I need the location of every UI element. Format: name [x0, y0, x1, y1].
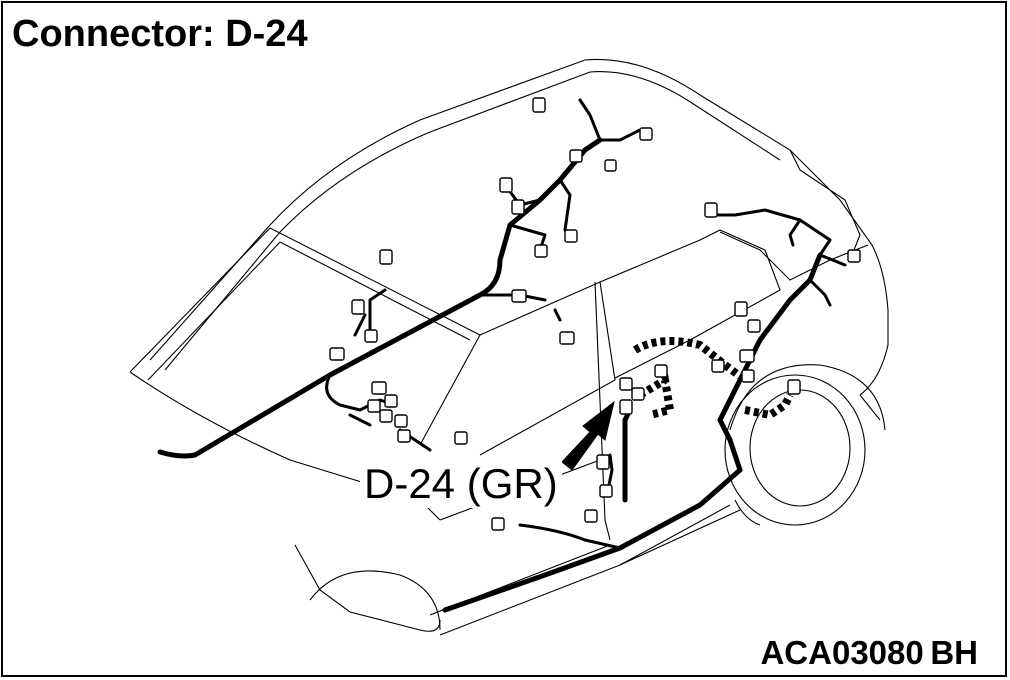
- figure-code: ACA03080 BH: [760, 634, 978, 671]
- connector-callout-label: D-24 (GR): [360, 460, 562, 508]
- harness-connectors: [329, 97, 861, 531]
- pointer-arrow-icon: [561, 400, 615, 471]
- vehicle-body-outline: [129, 58, 889, 636]
- page-title: Connector: D-24: [12, 13, 308, 55]
